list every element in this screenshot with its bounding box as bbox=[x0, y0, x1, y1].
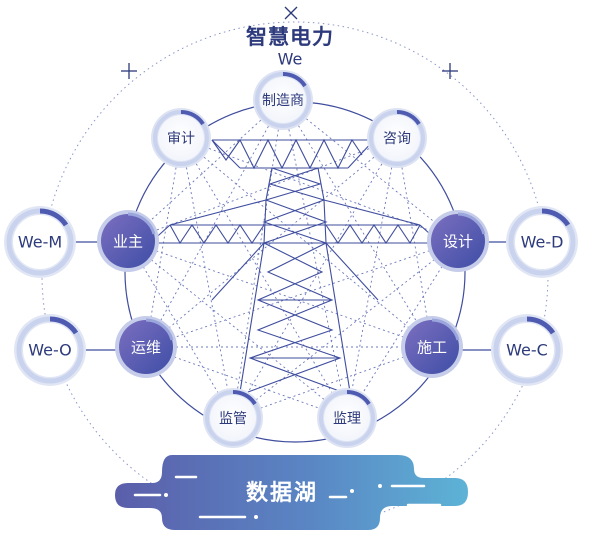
outer-node-we-o[interactable] bbox=[14, 314, 86, 386]
outer-node-we-m[interactable] bbox=[4, 206, 76, 278]
node-label-consult: 咨询 bbox=[383, 131, 411, 147]
plus-icon bbox=[121, 63, 137, 79]
core-label-owner: 业主 bbox=[112, 232, 144, 251]
node-manufacturer[interactable] bbox=[253, 70, 313, 130]
node-label-regulation: 监管 bbox=[219, 411, 247, 427]
core-node-operation[interactable] bbox=[115, 316, 177, 378]
node-label-audit: 审计 bbox=[167, 131, 195, 147]
outer-label-we-o: We-O bbox=[28, 340, 72, 360]
data-lake-label: 数据湖 bbox=[245, 481, 319, 506]
core-node-design[interactable] bbox=[427, 210, 489, 272]
outer-label-we-m: We-M bbox=[17, 232, 63, 252]
node-supervision[interactable] bbox=[317, 388, 377, 448]
data-lake-shape bbox=[115, 455, 468, 530]
page-subtitle: We bbox=[277, 49, 303, 69]
node-consult[interactable] bbox=[367, 108, 427, 168]
plus-icon bbox=[442, 63, 458, 79]
outer-node-we-d[interactable] bbox=[506, 206, 578, 278]
close-icon bbox=[284, 6, 298, 20]
outer-links bbox=[72, 241, 506, 351]
core-label-construction: 施工 bbox=[416, 338, 448, 357]
node-label-supervision: 监理 bbox=[333, 411, 361, 427]
page-title: 智慧电力 bbox=[246, 25, 334, 49]
node-regulation[interactable] bbox=[203, 388, 263, 448]
core-label-operation: 运维 bbox=[130, 338, 162, 357]
node-audit[interactable] bbox=[151, 108, 211, 168]
outer-label-we-c: We-C bbox=[506, 340, 548, 360]
node-label-manufacturer: 制造商 bbox=[262, 93, 304, 109]
core-node-owner[interactable] bbox=[97, 210, 159, 272]
outer-node-we-c[interactable] bbox=[491, 314, 563, 386]
outer-label-we-d: We-D bbox=[520, 232, 564, 252]
transmission-tower-icon bbox=[149, 138, 441, 393]
core-node-construction[interactable] bbox=[401, 316, 463, 378]
core-label-design: 设计 bbox=[442, 232, 474, 251]
